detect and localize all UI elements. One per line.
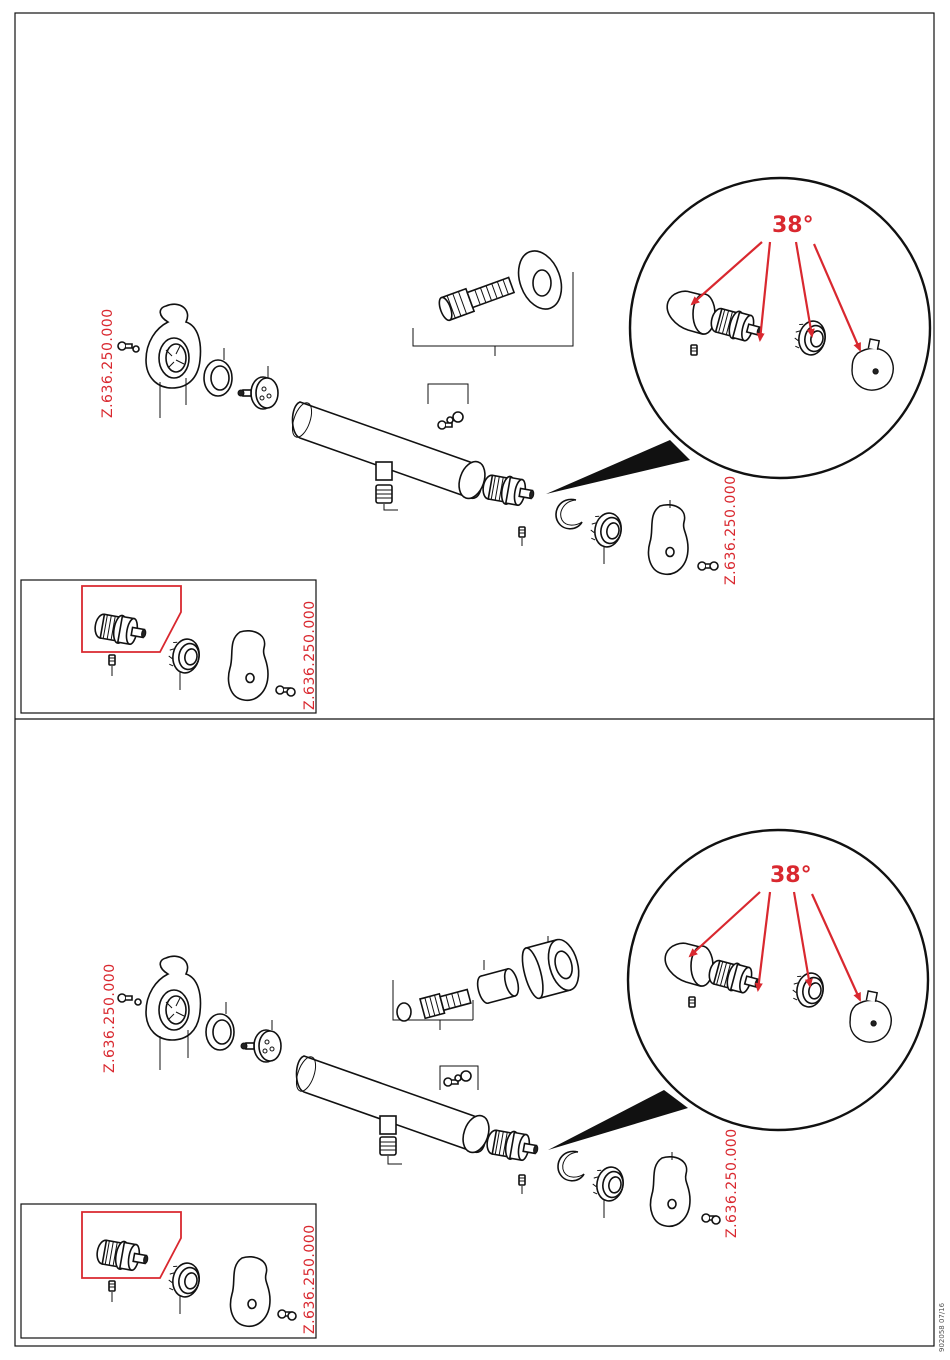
detail-pointer: [546, 440, 690, 494]
top-panel: Z.636.250.000: [21, 178, 930, 713]
part-code-label: Z.636.250.000: [302, 1224, 318, 1334]
detail-callout-top: 38°: [630, 178, 930, 478]
left-handle-group-top: Z.636.250.000: [100, 304, 278, 418]
connector-group-top: [413, 245, 573, 429]
part-code-label: Z.636.250.000: [723, 475, 739, 585]
angle-label: 38°: [770, 863, 812, 888]
left-handle-group-bottom: Z.636.250.000: [102, 956, 281, 1073]
inset-box-top: Z.636.250.000: [21, 580, 318, 713]
part-code-label: Z.636.250.000: [302, 600, 318, 710]
detail-callout-bottom: 38°: [628, 830, 928, 1130]
part-code-label: Z.636.250.000: [724, 1128, 740, 1238]
inset-box-bottom: Z.636.250.000: [21, 1204, 318, 1338]
connector-group-bottom: [393, 936, 584, 1090]
detail-pointer: [548, 1090, 688, 1150]
part-code-label: Z.636.250.000: [102, 963, 118, 1073]
right-cartridge-group-bottom: Z.636.250.000: [485, 1127, 740, 1238]
part-code-label: Z.636.250.000: [100, 308, 116, 418]
right-cartridge-group-top: Z.636.250.000: [481, 472, 739, 585]
document-reference: 902058 07/16: [938, 1302, 946, 1352]
angle-label: 38°: [772, 213, 814, 238]
bottom-panel: Z.636.250.000: [21, 830, 928, 1338]
